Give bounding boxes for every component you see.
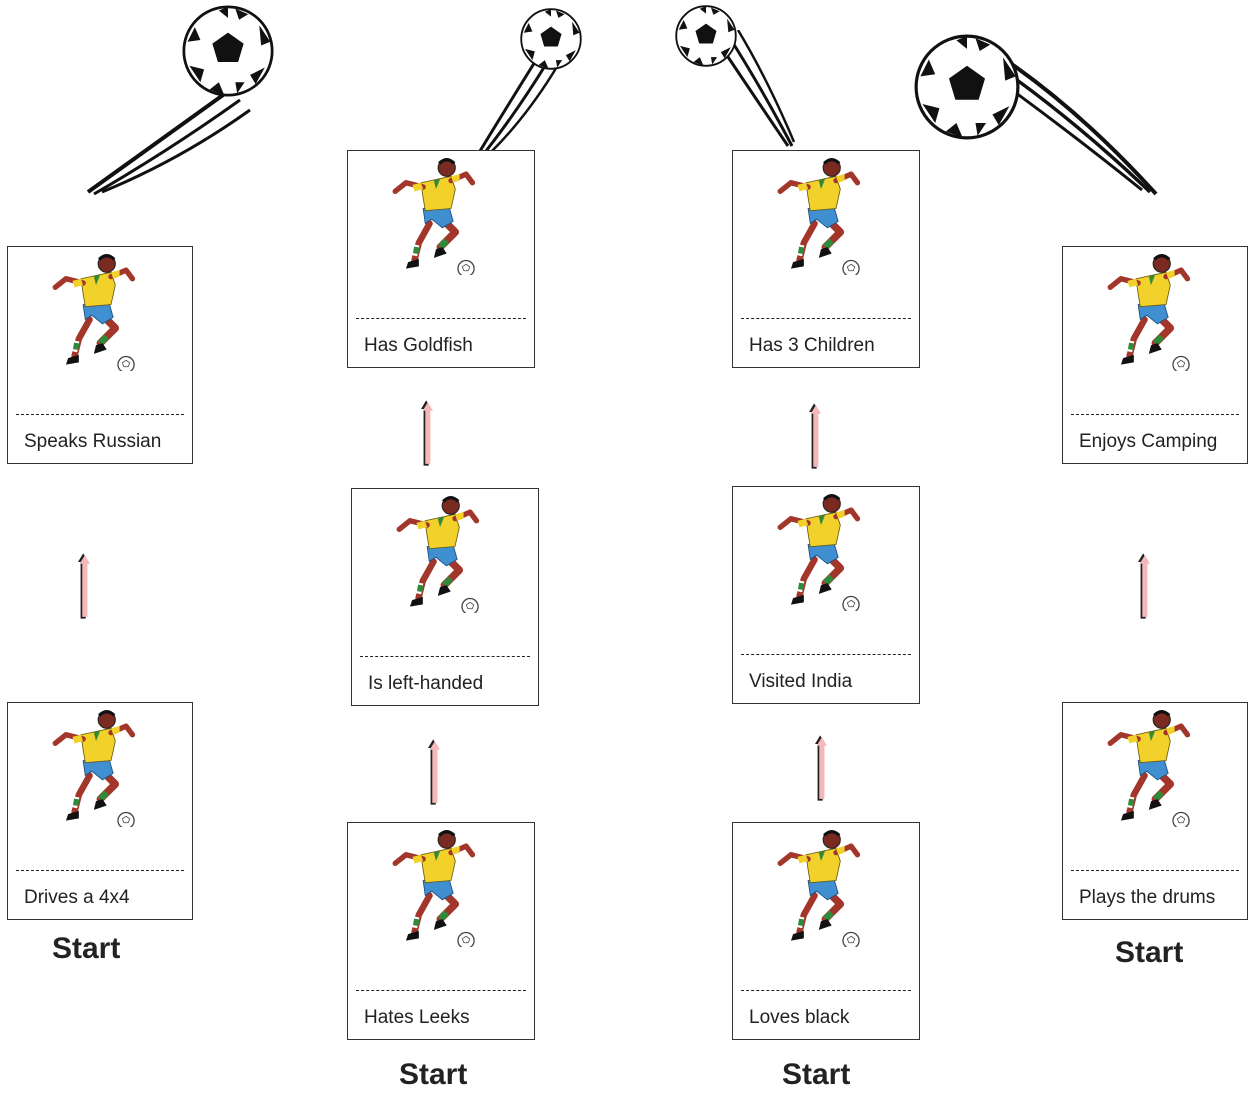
streak-lines-4	[998, 54, 1158, 196]
up-arrow-icon	[815, 735, 827, 801]
soccer-player-icon	[51, 709, 141, 827]
up-arrow-icon	[78, 553, 90, 619]
card-hates-leeks: Hates Leeks	[347, 822, 535, 1040]
divider	[1071, 414, 1239, 415]
card-label: Loves black	[749, 1007, 850, 1028]
up-arrow-icon	[428, 739, 440, 805]
card-visited-india: Visited India	[732, 486, 920, 704]
streak-lines-2	[478, 56, 560, 152]
soccer-player-icon	[1106, 709, 1196, 827]
soccer-ball-icon	[182, 5, 274, 97]
start-label: Start	[52, 932, 121, 965]
card-drives-4x4: Drives a 4x4	[7, 702, 193, 920]
card-loves-black: Loves black	[732, 822, 920, 1040]
soccer-player-icon	[776, 493, 866, 611]
soccer-ball-icon	[675, 5, 737, 67]
up-arrow-icon	[1138, 553, 1150, 619]
soccer-ball-icon	[520, 8, 582, 70]
up-arrow-icon	[809, 403, 821, 469]
divider	[16, 414, 184, 415]
streak-lines-1	[86, 88, 251, 196]
card-is-left-handed: Is left-handed	[351, 488, 539, 706]
card-plays-the-drums: Plays the drums	[1062, 702, 1248, 920]
card-label: Drives a 4x4	[24, 887, 130, 908]
divider	[16, 870, 184, 871]
soccer-ball-icon	[914, 34, 1020, 140]
soccer-player-icon	[776, 829, 866, 947]
card-label: Is left-handed	[368, 673, 484, 694]
soccer-player-icon	[391, 157, 481, 275]
card-label: Has 3 Children	[749, 335, 875, 356]
start-label: Start	[399, 1058, 468, 1091]
divider	[741, 654, 911, 655]
divider	[360, 656, 530, 657]
card-has-3-children: Has 3 Children	[732, 150, 920, 368]
up-arrow-icon	[421, 400, 433, 466]
card-label: Speaks Russian	[24, 431, 162, 452]
divider	[741, 318, 911, 319]
card-enjoys-camping: Enjoys Camping	[1062, 246, 1248, 464]
card-label: Visited India	[749, 671, 853, 692]
soccer-player-icon	[776, 157, 866, 275]
card-label: Has Goldfish	[364, 335, 473, 356]
card-label: Plays the drums	[1079, 887, 1216, 908]
start-label: Start	[1115, 936, 1184, 969]
divider	[356, 318, 526, 319]
soccer-player-icon	[51, 253, 141, 371]
card-label: Hates Leeks	[364, 1007, 470, 1028]
card-label: Enjoys Camping	[1079, 431, 1218, 452]
card-speaks-russian: Speaks Russian	[7, 246, 193, 464]
soccer-player-icon	[395, 495, 485, 613]
divider	[741, 990, 911, 991]
card-has-goldfish: Has Goldfish	[347, 150, 535, 368]
divider	[356, 990, 526, 991]
soccer-player-icon	[1106, 253, 1196, 371]
divider	[1071, 870, 1239, 871]
soccer-player-icon	[391, 829, 481, 947]
start-label: Start	[782, 1058, 851, 1091]
